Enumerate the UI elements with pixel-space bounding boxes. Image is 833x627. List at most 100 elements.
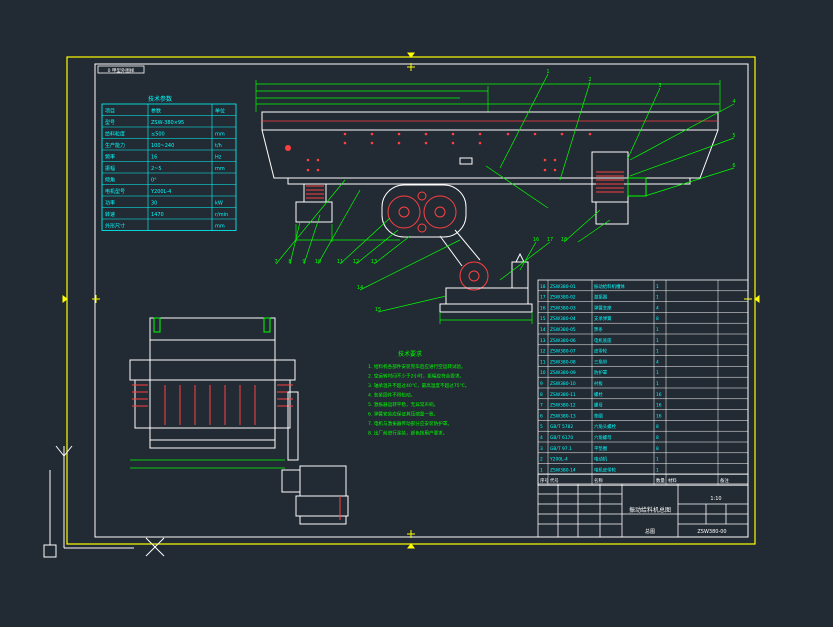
title-block-scale: 1:10	[710, 496, 721, 502]
params-cell: mm	[215, 166, 225, 172]
bom-cell: 箅条	[594, 326, 603, 333]
params-cell: mm	[215, 132, 225, 138]
params-cell: 100~240	[151, 143, 174, 149]
end-elevation-view[interactable]	[129, 317, 349, 525]
bom-cell: 13	[540, 338, 546, 344]
bom-cell: 8	[656, 424, 659, 430]
part-balloon-label: 10	[315, 259, 321, 265]
part-balloon-label: 9	[302, 259, 305, 265]
params-cell: 功率	[105, 200, 115, 207]
part-balloon-label: 5	[732, 133, 735, 139]
params-cell: 倾角	[105, 177, 115, 184]
bom-cell: 皮带轮	[594, 348, 608, 355]
bom-cell: ZSW380-13	[550, 413, 576, 419]
bom-cell: 16	[540, 305, 546, 311]
title-tag-box	[97, 65, 145, 74]
bom-cell: ZSW380-02	[550, 295, 576, 301]
bom-cell: GB/T 5782	[550, 424, 573, 430]
part-balloon-label: 14	[357, 285, 363, 291]
part-balloon-label: 3	[658, 83, 661, 89]
bom-cell: 平垫圈	[594, 445, 608, 452]
part-balloon-label: 17	[547, 237, 553, 243]
bom-cell: 六角螺母	[594, 434, 612, 441]
part-balloon-label: 4	[732, 99, 735, 105]
bom-cell: 8	[656, 435, 659, 441]
part-balloon-label: 15	[375, 307, 381, 313]
params-cell: 型号	[105, 119, 115, 126]
bom-cell: 3	[540, 446, 543, 452]
params-cell: Y200L-4	[150, 189, 171, 195]
bom-cell: 垫圈	[594, 412, 603, 419]
bom-cell: ZSW380-03	[550, 305, 576, 311]
bom-cell: 1	[656, 295, 659, 301]
bom-cell: 1	[656, 338, 659, 344]
bom-cell: 7	[540, 403, 543, 409]
bom-cell: 衬板	[594, 380, 603, 387]
params-cell: 参数	[151, 108, 161, 115]
bom-header-cell: 名称	[594, 477, 603, 484]
bom-cell: 10	[540, 370, 546, 376]
bom-cell: ZSW380-01	[550, 284, 576, 290]
bom-cell: GB/T 97.1	[550, 446, 572, 452]
tech-notes-title: 技术要求	[398, 350, 422, 358]
bom-cell: 9	[540, 381, 543, 387]
bom-cell: ZSW380-08	[550, 359, 576, 365]
bom-cell: 14	[540, 327, 546, 333]
params-cell: 振幅	[105, 165, 115, 172]
title-block[interactable]: 振动给料机总图 ZSW380-00 总图 1:10	[537, 473, 749, 538]
bom-cell: 4	[656, 305, 659, 311]
tech-note-line: 6. 弹簧安装应保证其压缩量一致。	[368, 411, 438, 418]
bom-cell: 电机底座	[594, 337, 612, 344]
part-balloon-label: 12	[353, 259, 359, 265]
params-table-frame	[101, 103, 237, 231]
bom-cell: 1	[656, 349, 659, 355]
tech-note-line: 3. 轴承温升不超过40℃，最高温度不超过75℃。	[368, 382, 469, 389]
bom-cell: 4	[656, 359, 659, 365]
bom-cell: 六角头螺栓	[594, 423, 617, 430]
bom-cell: 弹簧支座	[594, 304, 612, 311]
part-balloon-label: 18	[561, 237, 567, 243]
part-balloon-label: 11	[337, 259, 343, 265]
bom-cell: 16	[656, 413, 662, 419]
bom-cell: 18	[540, 284, 546, 290]
bom-cell: 16	[656, 403, 662, 409]
part-balloon-label: 6	[732, 163, 735, 169]
params-cell: 1470	[151, 212, 164, 218]
tech-note-line: 2. 空运转时间不少于2小时，振幅应符合要求。	[368, 373, 464, 380]
bom-cell: 1	[656, 467, 659, 473]
title-block-drawing-no: ZSW380-00	[697, 529, 726, 535]
part-balloon-label: 2	[588, 77, 591, 83]
tech-note-line: 1. 给料机各部件安装完毕后应进行空运转试验。	[368, 363, 466, 370]
params-cell: mm	[215, 224, 225, 230]
bom-cell: 5	[540, 424, 543, 430]
side-elevation-view[interactable]	[255, 80, 721, 324]
bom-cell: 激振器	[594, 294, 608, 301]
bom-cell: 1	[540, 467, 543, 473]
technical-requirements-notes[interactable]: 技术要求 1. 给料机各部件安装完毕后应进行空运转试验。 2. 空运转时间不少于2…	[368, 350, 469, 437]
bom-cell: 1	[656, 327, 659, 333]
params-table-title: 技术参数	[148, 95, 172, 103]
params-cell: ZSW-380×95	[151, 120, 184, 126]
part-balloon-label: 7	[274, 259, 277, 265]
title-tag-text: 0 甲型外图样	[108, 67, 135, 74]
params-cell: Hz	[215, 155, 222, 161]
bom-cell: ZSW380-10	[550, 381, 576, 387]
part-balloon-label: 13	[371, 259, 377, 265]
bom-cell: 16	[656, 392, 662, 398]
bom-cell: ZSW380-12	[550, 403, 576, 409]
bom-cell: 振动给料机槽体	[594, 283, 625, 290]
params-cell: 电机型号	[105, 188, 125, 195]
bom-header-cell: 代号	[550, 477, 559, 484]
bom-cell: 12	[540, 349, 546, 355]
bom-cell: 螺母	[594, 402, 603, 409]
tech-note-line: 4. 各紧固件不得松动。	[368, 392, 415, 399]
bom-cell: ZSW380-14	[550, 467, 576, 473]
bom-cell: 15	[540, 316, 546, 322]
params-cell: r/min	[215, 212, 228, 218]
params-cell: 生产能力	[105, 142, 125, 149]
bom-cell: 2	[540, 457, 543, 463]
ucs-axis-icon	[43, 445, 165, 558]
